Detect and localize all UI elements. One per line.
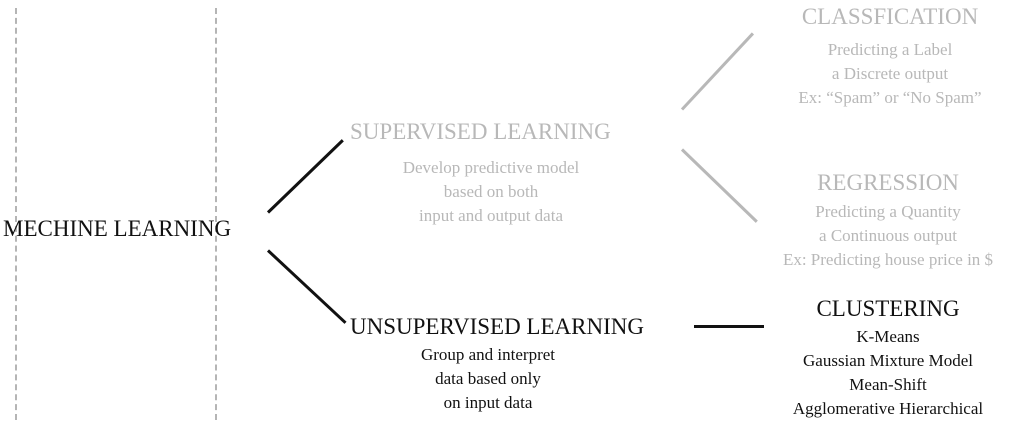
unsupervised-desc-line: on input data bbox=[443, 393, 533, 412]
classification-title: CLASSFICATION bbox=[801, 4, 979, 29]
root-node-label: MECHINE LEARNING bbox=[3, 216, 232, 241]
regression-desc-line: a Continuous output bbox=[819, 226, 957, 245]
regression-title: REGRESSION bbox=[817, 170, 959, 195]
connector-root-unsupervised bbox=[266, 249, 347, 324]
unsupervised-description: Group and interpret data based only on i… bbox=[378, 343, 598, 415]
unsupervised-title: UNSUPERVISED LEARNING bbox=[350, 314, 644, 339]
classification-desc-line: a Discrete output bbox=[831, 64, 949, 83]
regression-desc-line: Ex: Predicting house price in $ bbox=[782, 250, 994, 269]
clustering-list: K-Means Gaussian Mixture Model Mean-Shif… bbox=[766, 325, 1010, 421]
supervised-description: Develop predictive model based on both i… bbox=[371, 156, 611, 228]
clustering-item: Agglomerative Hierarchical bbox=[792, 399, 984, 418]
connector-unsupervised-clustering bbox=[694, 325, 764, 328]
dashed-guide-left bbox=[15, 8, 17, 420]
dashed-guide-right bbox=[215, 8, 217, 420]
supervised-title: SUPERVISED LEARNING bbox=[350, 119, 611, 144]
clustering-item: Gaussian Mixture Model bbox=[803, 351, 973, 370]
classification-description: Predicting a Label a Discrete output Ex:… bbox=[766, 38, 1014, 110]
clustering-item: Mean-Shift bbox=[849, 375, 927, 394]
regression-description: Predicting a Quantity a Continuous outpu… bbox=[762, 200, 1014, 272]
regression-desc-line: Predicting a Quantity bbox=[815, 202, 961, 221]
connector-supervised-classification bbox=[680, 32, 755, 111]
connector-supervised-regression bbox=[680, 148, 758, 223]
connector-root-supervised bbox=[266, 139, 344, 214]
unsupervised-desc-line: Group and interpret bbox=[420, 345, 556, 364]
unsupervised-desc-line: data based only bbox=[435, 369, 541, 388]
clustering-item: K-Means bbox=[856, 327, 920, 346]
classification-desc-line: Predicting a Label bbox=[827, 40, 953, 59]
supervised-desc-line: Develop predictive model bbox=[402, 158, 580, 177]
supervised-desc-line: based on both bbox=[443, 182, 539, 201]
supervised-desc-line: input and output data bbox=[418, 206, 563, 225]
classification-desc-line: Ex: “Spam” or “No Spam” bbox=[798, 88, 982, 107]
clustering-title: CLUSTERING bbox=[816, 296, 960, 321]
